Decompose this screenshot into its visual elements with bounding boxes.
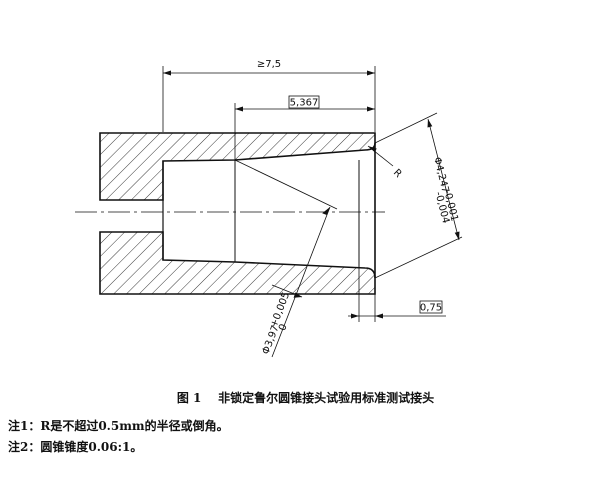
figure-number: 图 1 <box>176 391 202 405</box>
outer-diameter-leader-bottom <box>374 236 463 279</box>
technical-drawing: ≥7,5 5,367 Φ4,247 -0,001 -0,004 R 0,75 Φ… <box>75 59 463 358</box>
arrowhead <box>235 106 243 112</box>
outer-diameter-leader-top <box>374 112 438 144</box>
arrowhead <box>163 70 171 76</box>
note-1: 注1：R是不超过0.5mm的半径或倒角。 <box>8 419 229 433</box>
end-gap-box <box>419 300 443 314</box>
outer-diameter-label: Φ4,247 <box>431 156 451 194</box>
inner-diameter-leader-top <box>234 159 338 210</box>
arrowhead <box>293 292 302 298</box>
outer-diameter-dim-line <box>427 118 460 241</box>
radius-label: R <box>391 167 404 180</box>
inner-tolerance-lower: 0 <box>277 323 290 333</box>
cone-length-box <box>288 95 320 109</box>
arrowhead <box>454 231 460 240</box>
arrowhead <box>367 70 375 76</box>
arrowhead <box>375 313 383 319</box>
arrowhead <box>351 313 359 319</box>
inner-diameter-dim-line <box>271 206 331 358</box>
top-wall-section <box>99 132 376 201</box>
figure-caption: 图 1 非锁定鲁尔圆锥接头试验用标准测试接头 <box>0 389 611 406</box>
arrowhead <box>368 146 377 152</box>
arrowhead <box>427 119 433 128</box>
end-gap-label: 0,75 <box>420 303 442 314</box>
arrowhead <box>367 106 375 112</box>
bottom-wall-section <box>99 231 376 295</box>
note-2: 注2：圆锥锥度0.06:1。 <box>8 440 143 454</box>
figure-title: 非锁定鲁尔圆锥接头试验用标准测试接头 <box>218 391 435 405</box>
arrowhead <box>322 207 330 215</box>
cone-length-label: 5,367 <box>290 98 319 109</box>
overall-length-label: ≥7,5 <box>257 59 281 70</box>
